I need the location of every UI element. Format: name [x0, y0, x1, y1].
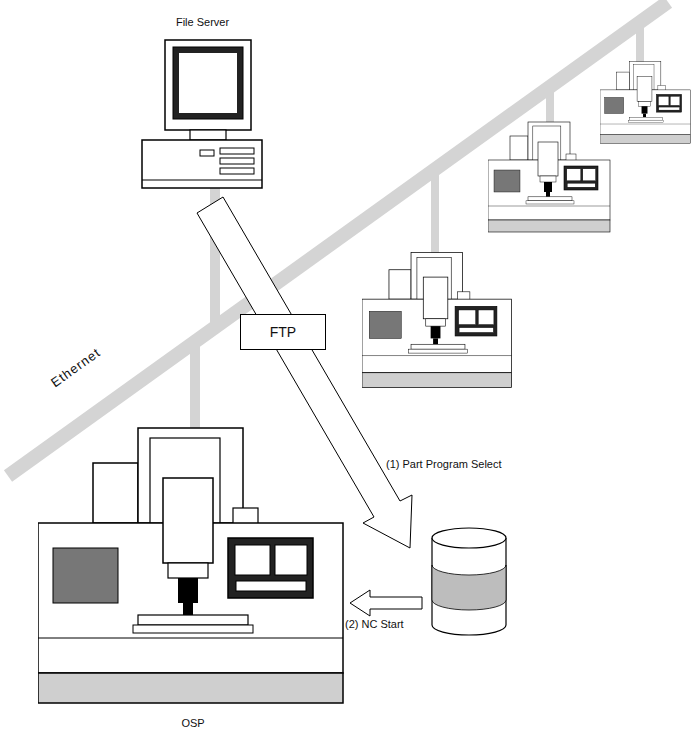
step-label: (2) NC Start: [345, 618, 404, 630]
osp-node: OSP: [38, 423, 348, 729]
nc-start-arrow: [350, 590, 422, 616]
osp-machine: [38, 428, 343, 703]
server-node: File Server: [140, 16, 265, 191]
node-label: FTP: [270, 324, 296, 340]
step-label: (1) Part Program Select: [386, 458, 502, 470]
machine-tool: [488, 122, 610, 232]
node-label: OSP: [181, 717, 204, 729]
machine-tool: [600, 62, 691, 144]
node-label: File Server: [176, 16, 229, 28]
program-storage-drum: [432, 528, 506, 635]
network-label: Ethernet: [48, 345, 103, 391]
ftp-transfer-arrow: [197, 197, 412, 548]
file-server-computer: [142, 40, 262, 188]
ftp-box: FTP: [240, 314, 326, 350]
machine-tool: [362, 253, 512, 388]
